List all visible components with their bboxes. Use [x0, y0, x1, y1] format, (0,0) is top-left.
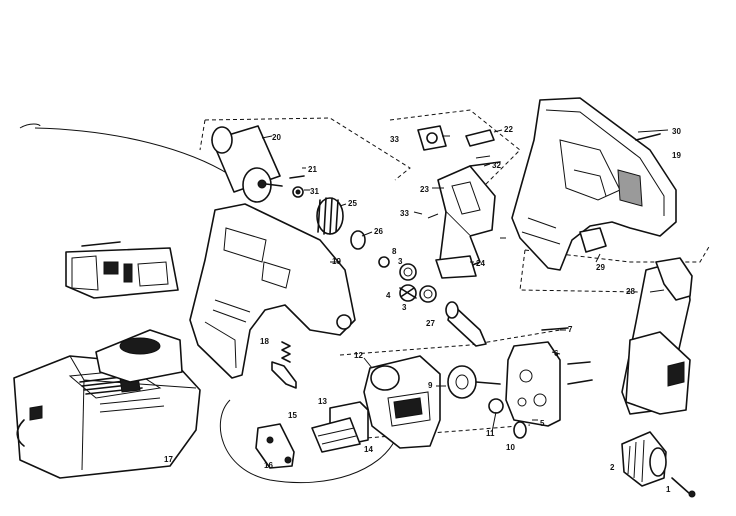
- gearbox-part: [363, 327, 593, 449]
- part-label-2: 2: [610, 463, 615, 472]
- part-label-3a: 3: [398, 257, 403, 266]
- part-label-32: 32: [492, 161, 501, 170]
- part-label-10: 10: [506, 443, 515, 452]
- part-label-31: 31: [310, 187, 319, 196]
- part-label-27: 27: [426, 319, 435, 328]
- shaft-small-parts: [378, 256, 487, 347]
- switch-parts: [255, 341, 369, 469]
- left-housing-part: [189, 203, 356, 379]
- part-label-6: 6: [554, 349, 559, 358]
- part-label-12: 12: [354, 351, 363, 360]
- part-label-17: 17: [164, 455, 173, 464]
- motor-small-parts: [289, 175, 366, 250]
- part-label-20: 20: [272, 133, 281, 142]
- part-label-24: 24: [476, 259, 485, 268]
- circuit-board-part: [65, 241, 179, 299]
- part-label-33b: 33: [400, 209, 409, 218]
- part-label-7: 7: [568, 325, 573, 334]
- part-label-29: 29: [596, 263, 605, 272]
- part-label-8: 8: [392, 247, 397, 256]
- part-label-22: 22: [504, 125, 513, 134]
- part-label-1: 1: [666, 485, 671, 494]
- part-label-14: 14: [364, 445, 373, 454]
- trigger-assembly-part: [417, 125, 501, 279]
- part-label-26: 26: [374, 227, 383, 236]
- part-label-15: 15: [288, 411, 297, 420]
- part-label-11a: 11: [486, 429, 495, 438]
- part-label-13: 13: [318, 397, 327, 406]
- part-label-3b: 3: [402, 303, 407, 312]
- motor-part: [211, 125, 283, 203]
- part-label-28: 28: [626, 287, 635, 296]
- part-number-labels: 1 2 3 3 4 5 6 7 8 9 10 11 11 12 13 14 15…: [164, 125, 681, 494]
- battery-pack-part: [621, 257, 693, 415]
- part-label-30: 30: [672, 127, 681, 136]
- part-label-4: 4: [386, 291, 391, 300]
- part-label-19b: 19: [672, 151, 681, 160]
- part-label-5: 5: [540, 419, 545, 428]
- part-label-23: 23: [420, 185, 429, 194]
- part-label-9: 9: [428, 381, 433, 390]
- chuck-part: [621, 431, 696, 498]
- charger-part: [13, 329, 201, 479]
- part-label-19a: 19: [332, 257, 341, 266]
- leader-lines: [261, 129, 669, 433]
- right-housing-part: [511, 97, 677, 271]
- part-label-25: 25: [348, 199, 357, 208]
- part-label-21: 21: [308, 165, 317, 174]
- part-label-33a: 33: [390, 135, 399, 144]
- part-label-18: 18: [260, 337, 269, 346]
- part-label-16: 16: [264, 461, 273, 470]
